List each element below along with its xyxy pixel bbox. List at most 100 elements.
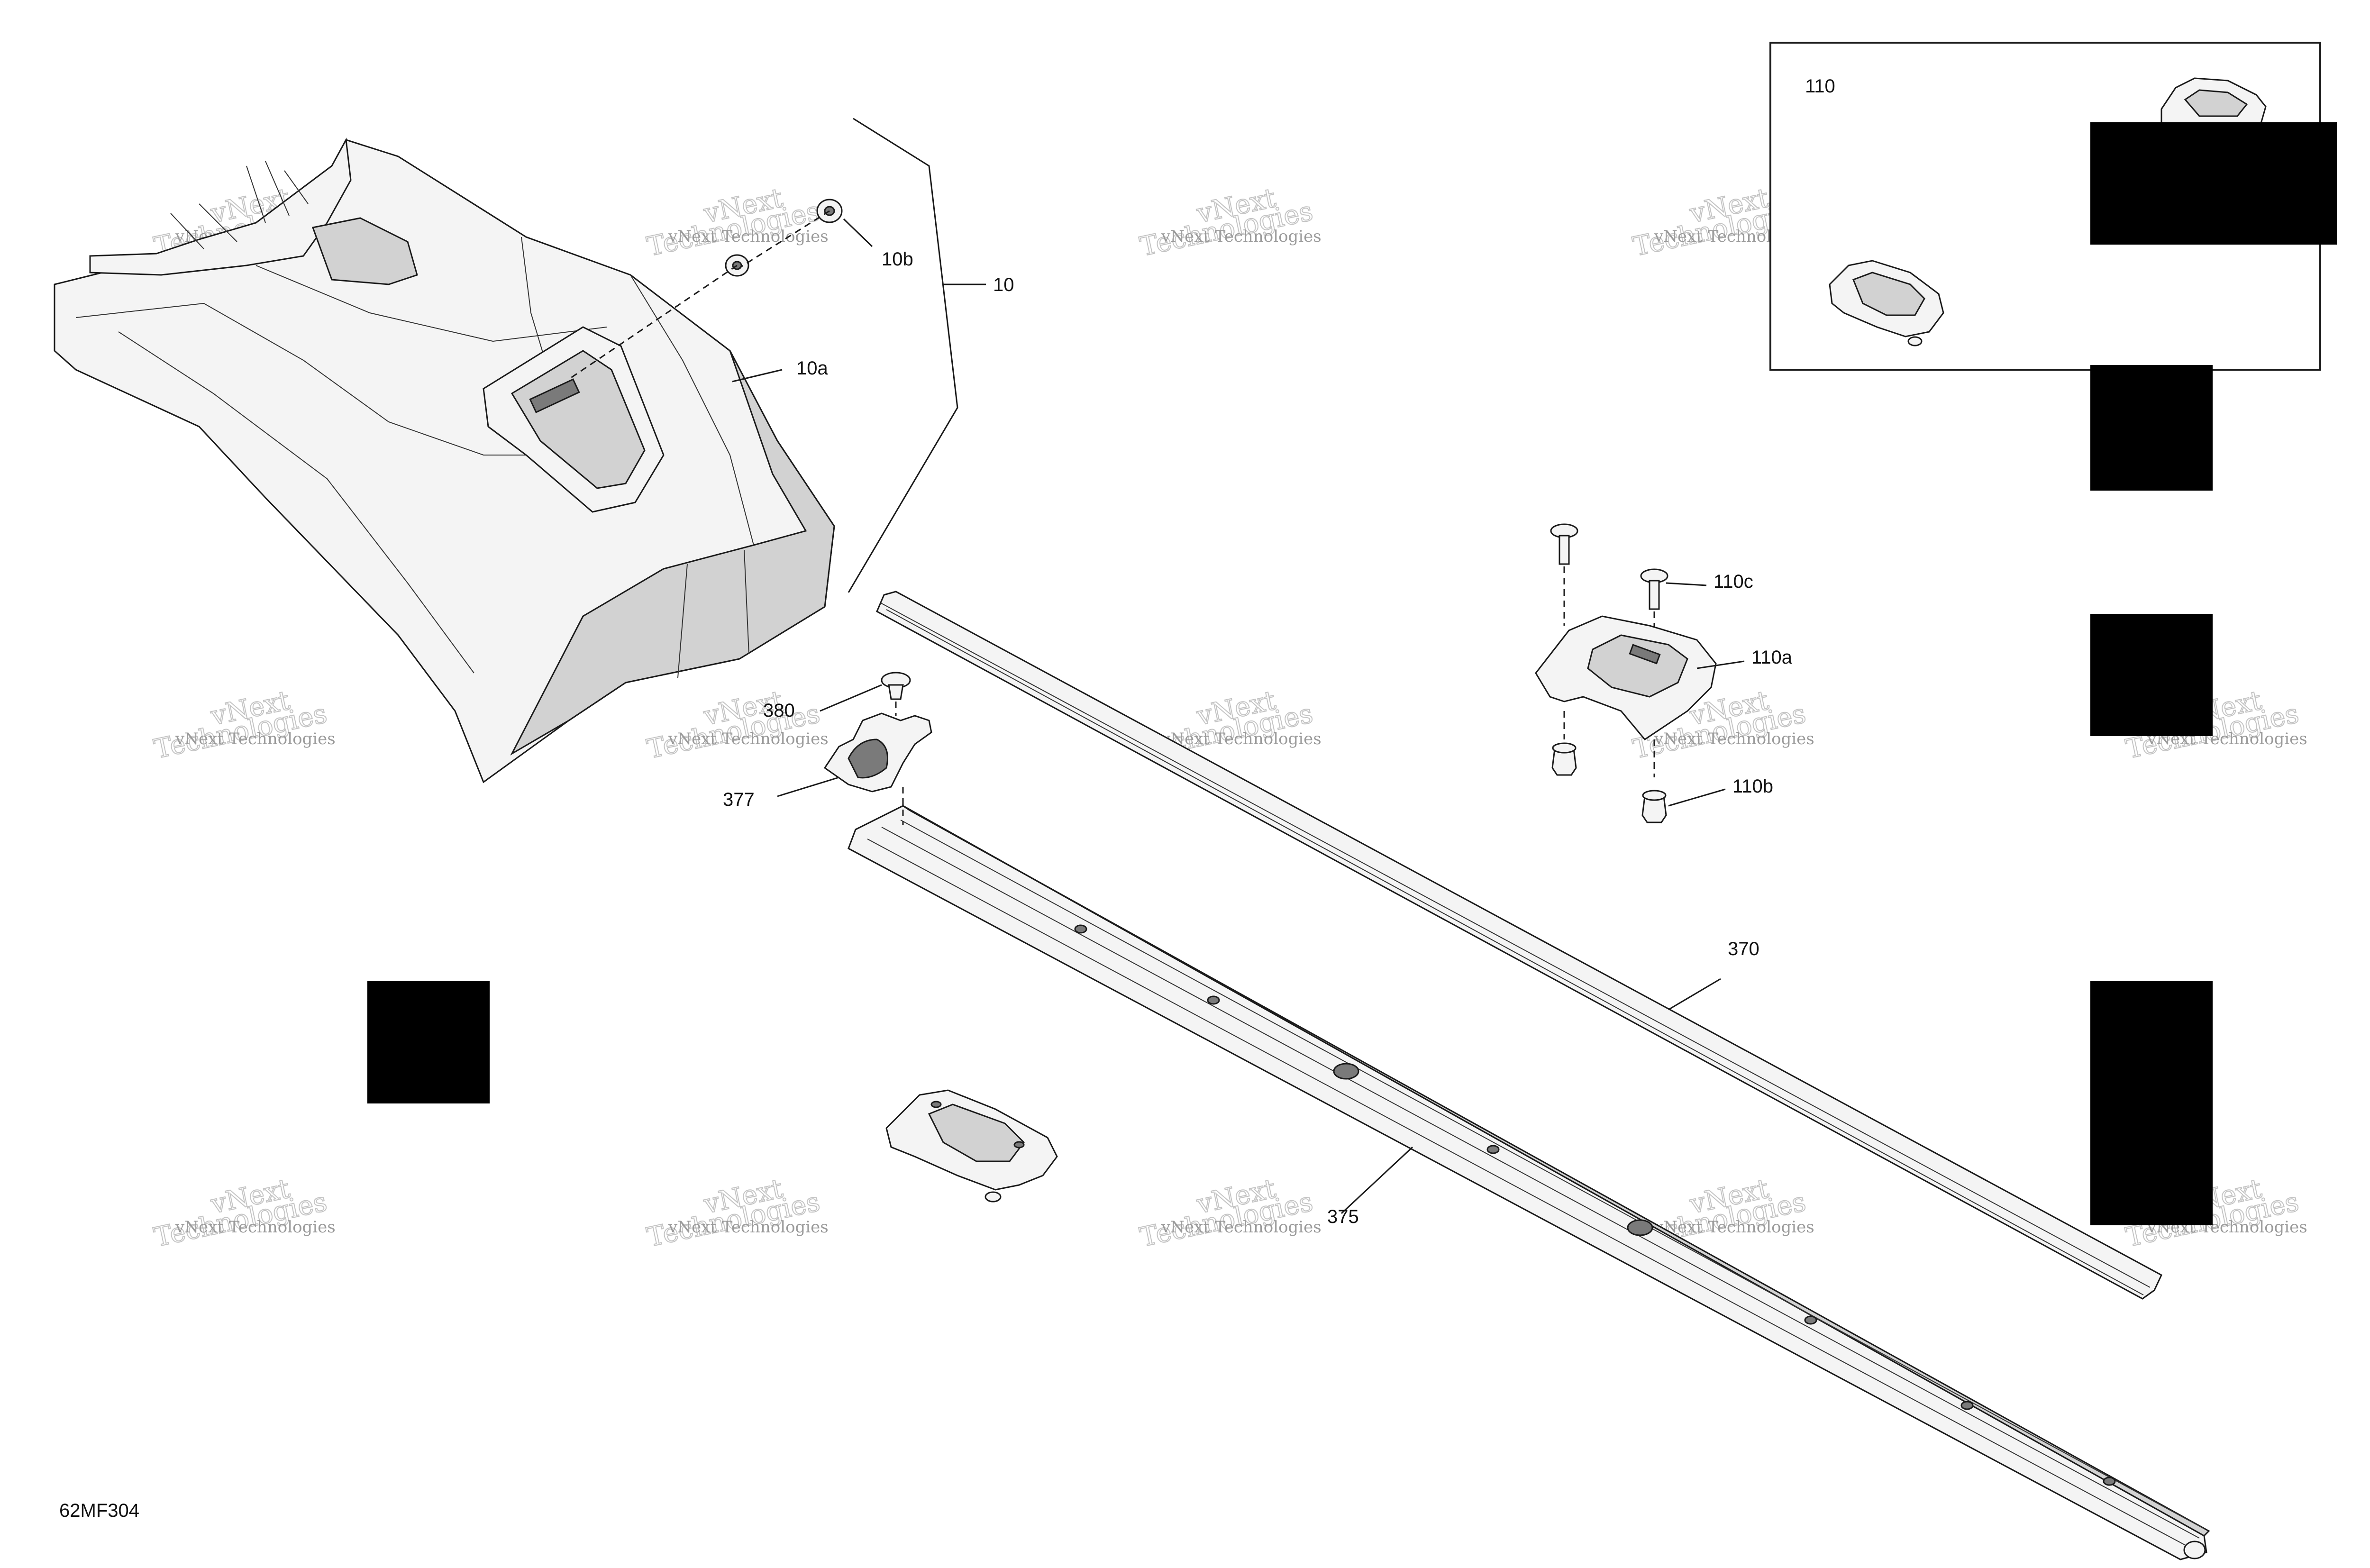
handle-installed-screw: [1013, 1141, 1025, 1149]
rail-375: 375: [848, 805, 2210, 1560]
hood-panel-fin-line: [246, 165, 266, 223]
handle-installed-screw: [930, 1101, 942, 1108]
hood-panel-contour: [255, 265, 607, 342]
screw-110c-shank: [1559, 535, 1570, 565]
watermark-small: vNext Technologies: [668, 729, 829, 748]
hood-panel-contour: [75, 302, 616, 456]
callout-110: 110: [1805, 76, 1835, 97]
callout-10: 10: [993, 274, 1014, 295]
watermark: vNext Technologies vNext Technologies: [644, 1173, 829, 1254]
callout-10a: 10a: [796, 358, 828, 379]
watermark: vNext Technologies vNext Technologies: [644, 182, 828, 263]
diagram-code: 62MF304: [59, 1500, 139, 1521]
inset-handle-top-grip: [2184, 89, 2248, 117]
callout-377: 377: [723, 789, 755, 810]
rail-370-edge: [880, 602, 2151, 1288]
rail-370-edge: [886, 609, 2144, 1295]
inset-handle-grip: [1852, 272, 1925, 316]
callout-375: 375: [1327, 1206, 1359, 1227]
inset-handle-insert: [1907, 336, 1923, 346]
insert-110b-top: [1642, 790, 1667, 801]
hood-handle-logo-plate: [529, 378, 580, 413]
screw-110c-shank: [1649, 580, 1660, 610]
watermark-small: vNext Technologies: [668, 1218, 829, 1237]
screw-110c: [1550, 523, 1578, 565]
rail-375-hole: [1207, 995, 1220, 1005]
fastener-380-shank: [888, 684, 904, 700]
hood-panel-recess: [311, 217, 418, 285]
watermark: vNext Technologies vNext Technologies: [1137, 182, 1321, 263]
leader-110c: [1666, 582, 1707, 586]
clamp-377-ring: [848, 738, 888, 779]
rail-375-edge: [881, 827, 2200, 1539]
redaction-block: [2090, 981, 2213, 1225]
redaction-block: [2090, 365, 2213, 491]
hood-panel-fin-line: [199, 203, 237, 242]
callout-110b: 110b: [1732, 776, 1773, 797]
watermark-small: vNext Technologies: [1654, 1218, 1814, 1237]
watermark: vNext Technologies vNext Technologies: [1137, 1173, 1321, 1254]
assembly-bracket-10: 10 10b 10a: [732, 118, 1014, 593]
screw-110c: [1640, 568, 1668, 610]
watermark: vNext Technologies vNext Technologies: [151, 1173, 336, 1254]
handle-110-exploded: 110c 110a 110b: [1535, 523, 1793, 823]
bracket-line-10: [848, 118, 958, 593]
handle-installed-insert: [984, 1191, 1002, 1203]
leader-377: [777, 776, 839, 797]
hood-panel-contour: [677, 564, 688, 678]
rail-375-flange: [902, 805, 2210, 1537]
insert-110b-top: [1552, 742, 1577, 754]
rail-375-hole: [1804, 1315, 1817, 1325]
rail-375-edge: [867, 839, 2190, 1548]
hood-panel-contour: [118, 331, 474, 674]
rail-370-body: [876, 591, 2162, 1300]
rail-375-hole: [2103, 1477, 2116, 1486]
watermark-small: vNext Technologies: [175, 729, 336, 748]
watermark-small: vNext Technologies: [1161, 729, 1322, 748]
rail-375-hole: [1333, 1063, 1359, 1080]
watermark: vNext Technologies vNext Technologies: [151, 684, 336, 766]
callout-370: 370: [1728, 939, 1759, 959]
rail-375-edge: [900, 820, 2205, 1529]
rail-370: 370: [876, 591, 2162, 1300]
insert-110b: [1641, 790, 1667, 823]
handle-110-installed: [885, 1089, 1058, 1203]
callout-110a: 110a: [1751, 647, 1793, 668]
leader-10b: [843, 218, 873, 247]
hood-panel-front-face: [510, 350, 835, 756]
handle-110a-logo: [1629, 644, 1661, 665]
leader-110b: [1668, 788, 1726, 807]
redaction-block: [2090, 122, 2337, 245]
redaction-block: [367, 981, 490, 1103]
callout-10b: 10b: [882, 249, 913, 270]
watermark-small: vNext Technologies: [1161, 227, 1322, 246]
rail-375-hole: [1074, 924, 1087, 934]
handle-installed-grip: [928, 1103, 1025, 1162]
hood-panel-10a: [54, 137, 835, 784]
leader-375: [1340, 1146, 1413, 1214]
watermark-small: vNext Technologies: [1654, 729, 1814, 748]
fastener-10b: [568, 199, 843, 380]
redaction-layer: [367, 122, 2337, 1225]
watermark: vNext Technologies vNext Technologies: [644, 684, 829, 766]
handle-110a-grip: [1587, 634, 1688, 698]
watermark-small: vNext Technologies: [175, 1218, 336, 1237]
insert-110b: [1551, 742, 1577, 776]
rail-375-hole: [1960, 1401, 1974, 1410]
hood-panel-contour: [744, 549, 749, 655]
leader-110a: [1696, 660, 1745, 669]
redaction-block: [2090, 614, 2213, 736]
fastener-10b-axis: [739, 210, 830, 269]
leader-370: [1668, 978, 1721, 1011]
callout-110c: 110c: [1714, 571, 1753, 592]
rail-375-end-screw: [2183, 1541, 2206, 1559]
clamp-377: 380 377: [723, 672, 932, 825]
leader-10a: [732, 369, 783, 383]
leader-380: [820, 684, 882, 712]
hood-panel-fin-line: [170, 213, 204, 249]
callout-380: 380: [763, 700, 795, 721]
hood-panel-contour: [630, 274, 754, 546]
rail-375-hole: [1486, 1145, 1500, 1154]
hood-panel-fins: [89, 137, 352, 276]
